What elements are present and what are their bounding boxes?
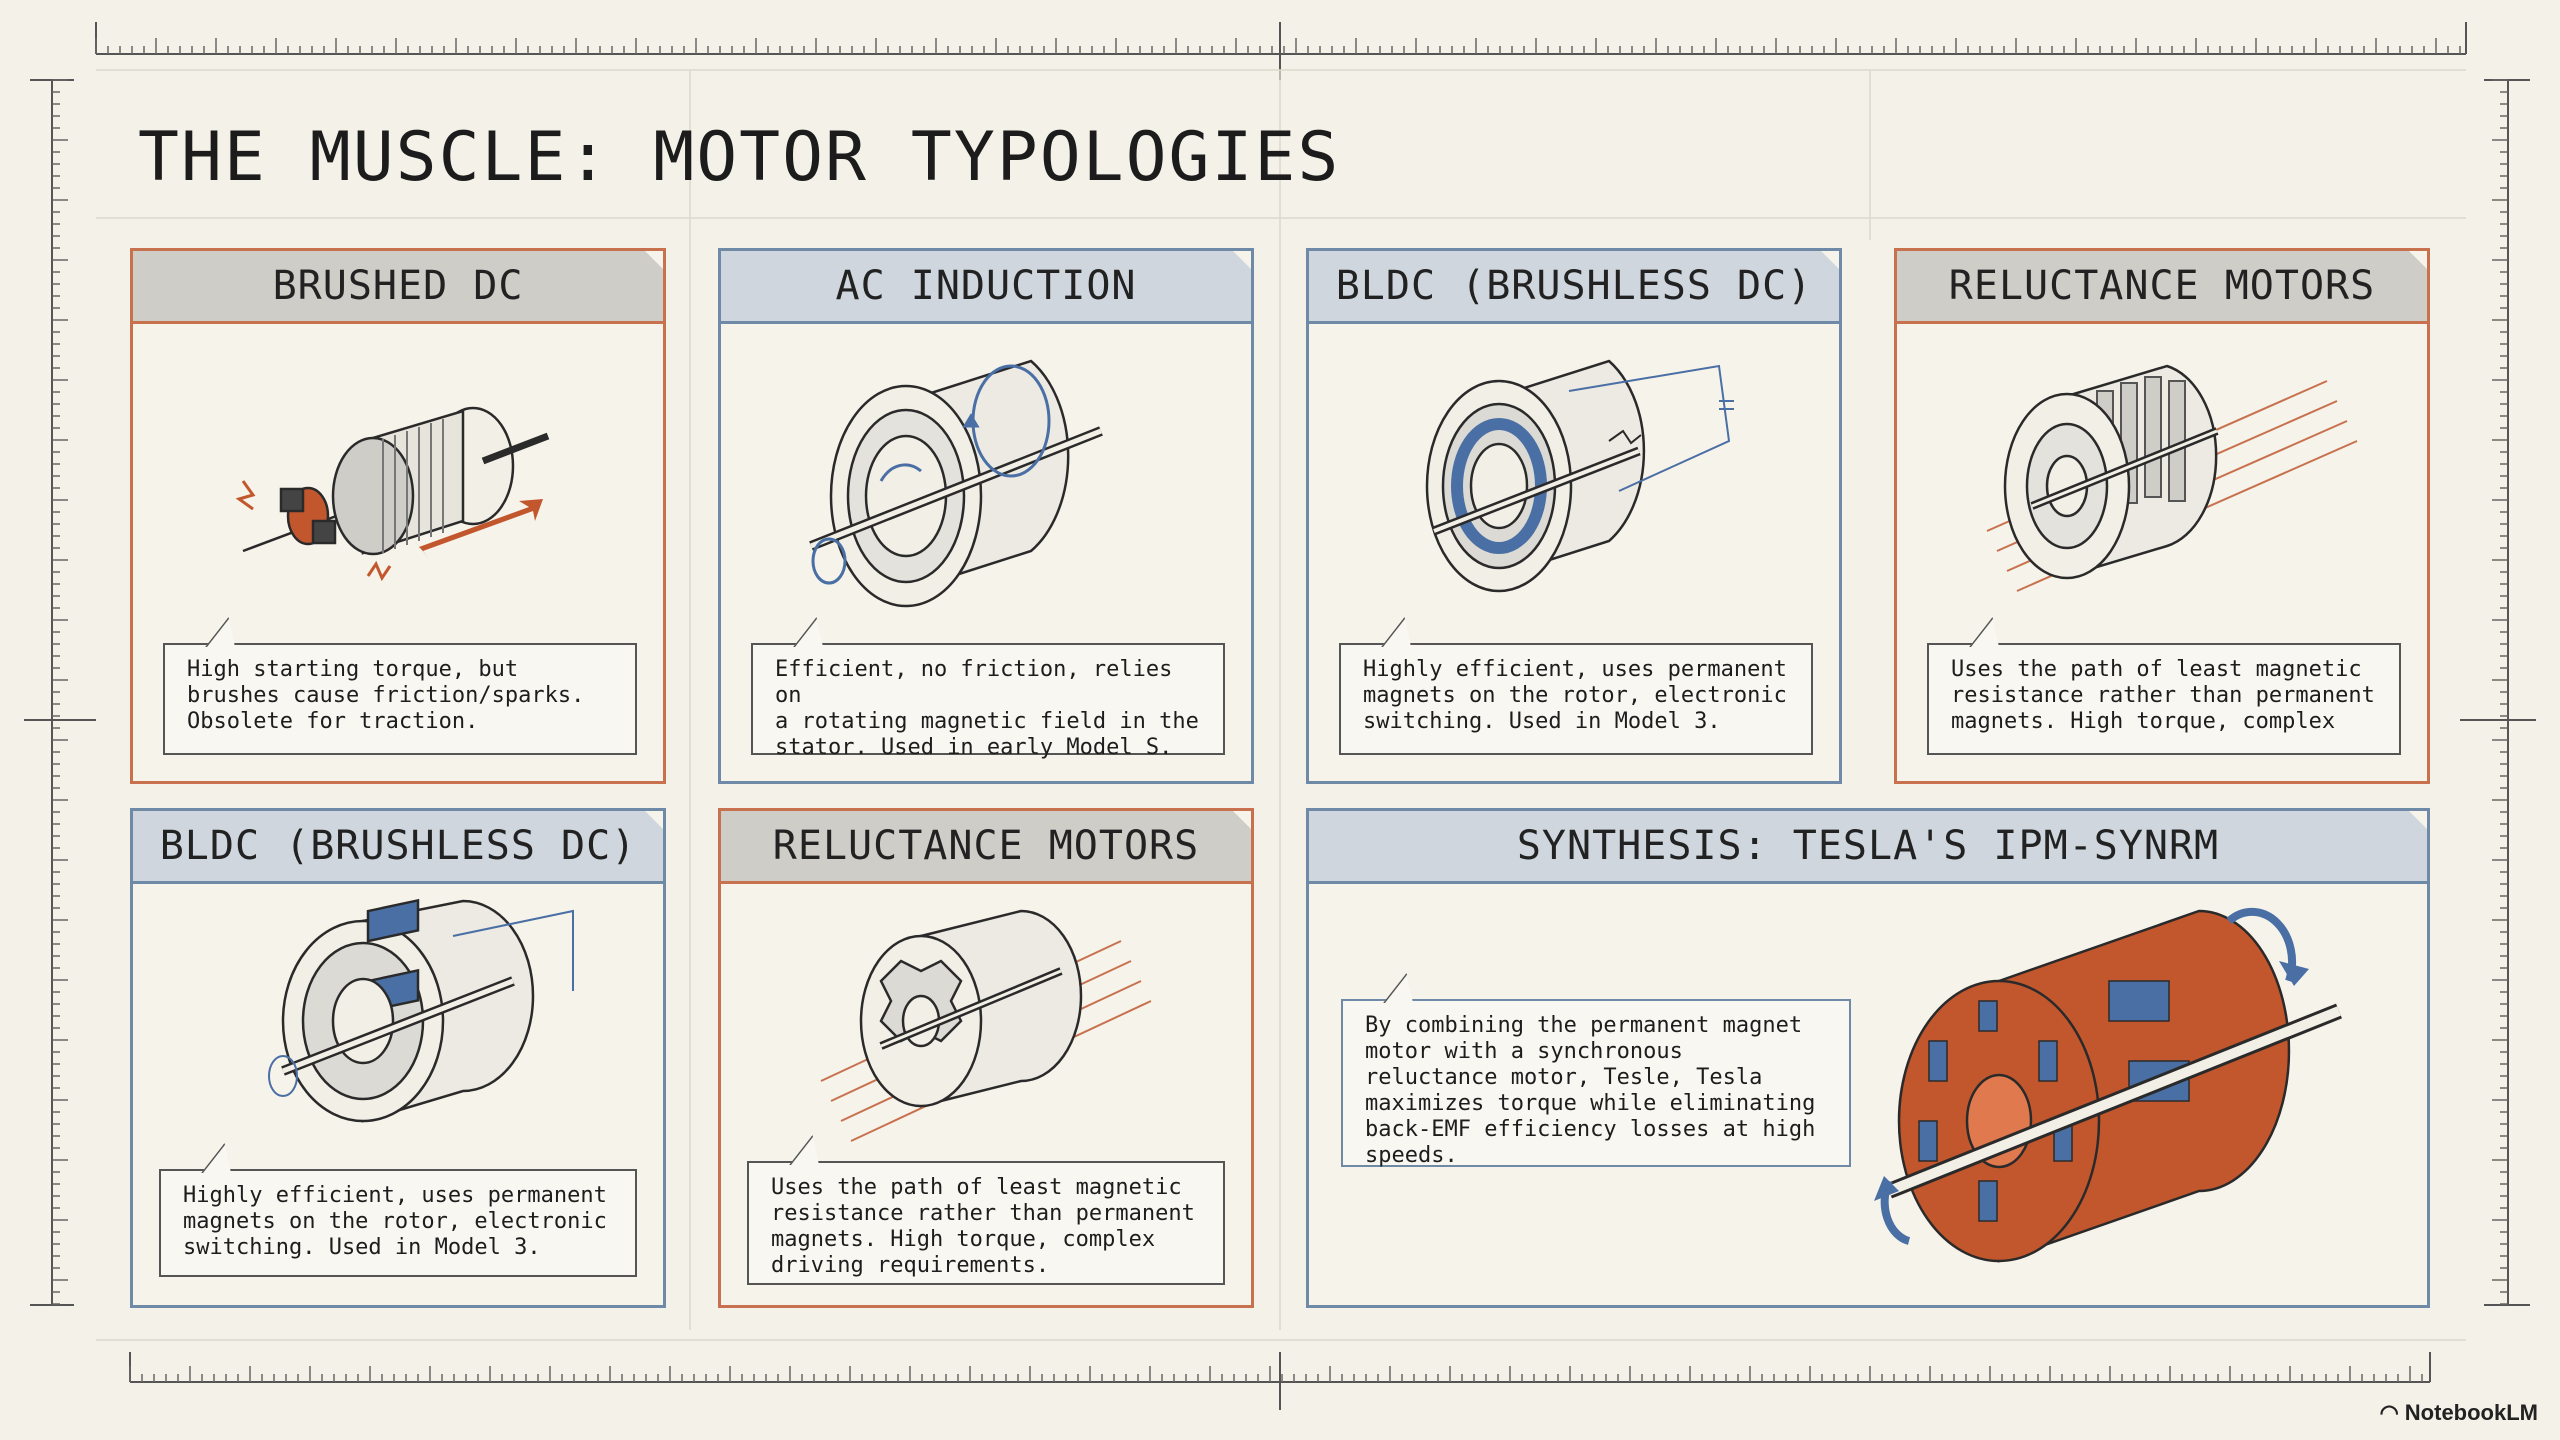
card-header: BRUSHED DC [133,251,663,324]
card-description: Uses the path of least magnetic resistan… [747,1161,1225,1285]
reluctance-motor-illustration [1986,364,2358,592]
card-header: BLDC (BRUSHLESS DC) [1309,251,1839,324]
card-description: High starting torque, but brushes cause … [163,643,637,755]
notebooklm-logo-icon: ◠ [2379,1400,2399,1425]
card-synthesis: SYNTHESIS: TESLA'S IPM-SYNRM By combinin… [1306,808,2430,1308]
card-header: BLDC (BRUSHLESS DC) [133,811,663,884]
brand-label: NotebookLM [2404,1400,2538,1425]
ac-induction-motor-illustration [809,359,1103,608]
card-description: Efficient, no friction, relies on a rota… [751,643,1225,760]
card-bldc-2: BLDC (BRUSHLESS DC) Highly efficient, us… [130,808,666,1308]
brushed-dc-motor-illustration [235,406,550,582]
bldc-motor-illustration [1425,359,1734,593]
card-header: RELUCTANCE MOTORS [721,811,1251,884]
card-description: Uses the path of least magnetic resistan… [1927,643,2401,755]
card-description: Highly efficient, uses permanent magnets… [159,1169,637,1277]
ipm-synrm-motor-illustration [1874,907,2342,1263]
card-header: SYNTHESIS: TESLA'S IPM-SYNRM [1309,811,2427,884]
card-ac-induction: AC INDUCTION Efficient, no friction, rel… [718,248,1254,784]
card-reluctance-motors-2: RELUCTANCE MOTORS Uses the path of least… [718,808,1254,1308]
reluctance-motor-illustration-2 [820,909,1152,1142]
card-header: RELUCTANCE MOTORS [1897,251,2427,324]
synthesis-description: By combining the permanent magnet motor … [1341,999,1851,1168]
card-reluctance-motors: RELUCTANCE MOTORS Uses the path of least… [1894,248,2430,784]
card-description: Highly efficient, uses permanent magnets… [1339,643,1813,755]
card-bldc: BLDC (BRUSHLESS DC) Highly efficient, us… [1306,248,1842,784]
card-brushed-dc: BRUSHED DC [130,248,666,784]
page-title: THE MUSCLE: MOTOR TYPOLOGIES [138,118,1341,197]
bldc-motor-illustration-2 [268,898,574,1123]
card-header: AC INDUCTION [721,251,1251,324]
notebooklm-brand: ◠ NotebookLM [2380,1400,2538,1426]
